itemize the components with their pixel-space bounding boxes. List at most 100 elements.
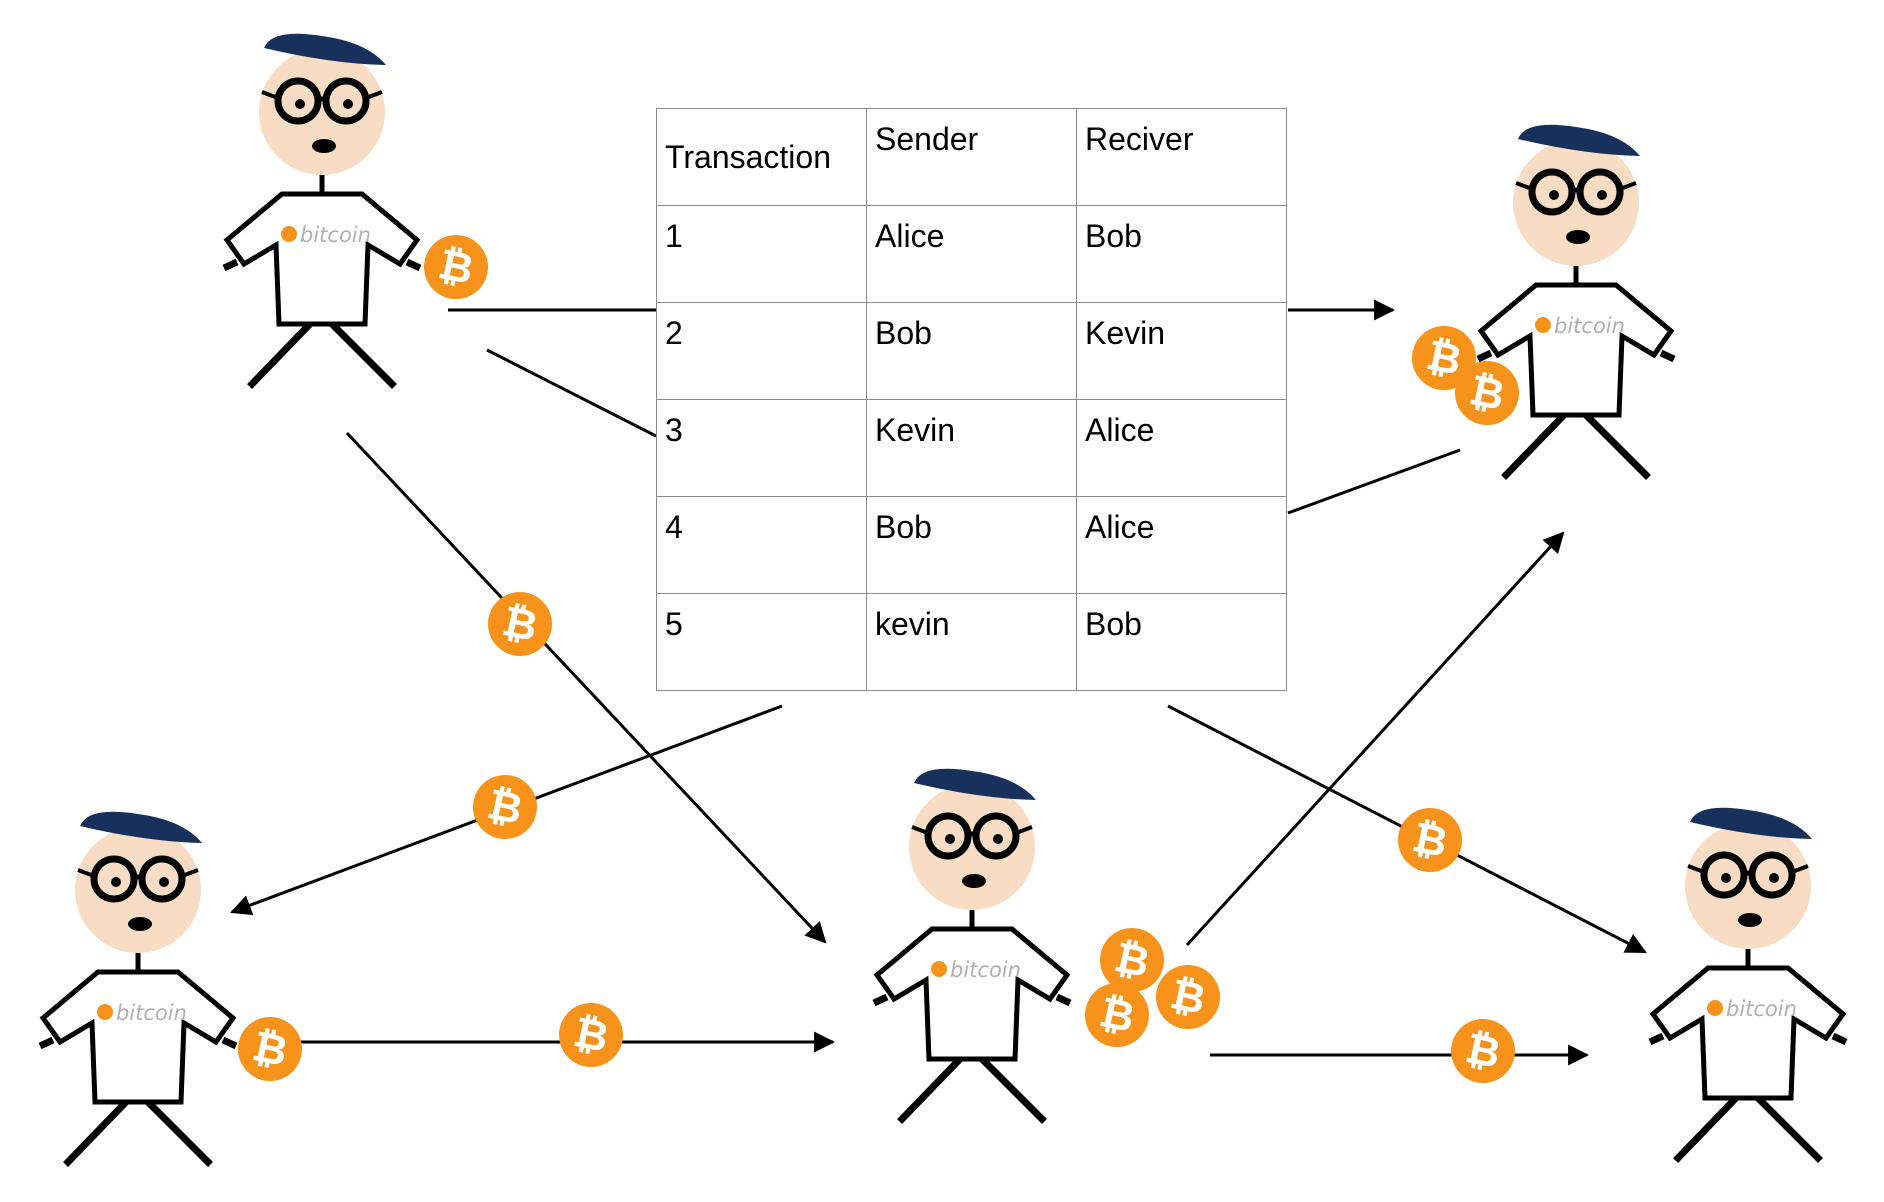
coin-body (559, 1003, 623, 1067)
leg (897, 1054, 965, 1124)
table-row: 1 Alice Bob (656, 205, 1287, 303)
bitcoin-coin-icon: ₿ (1085, 983, 1149, 1047)
mouth (1566, 230, 1590, 244)
arm (872, 993, 889, 1007)
shirt-logo-text: bitcoin (1554, 314, 1625, 338)
coin-body (1085, 983, 1149, 1047)
glasses-arm (1791, 864, 1809, 874)
mouth (128, 917, 152, 931)
bitcoin-coin-icon: ₿ (424, 235, 488, 299)
coin-body (1412, 326, 1476, 390)
transactions-table: Transaction Sender Reciver 1 Alice Bob 2… (656, 108, 1287, 691)
column-header-transaction: Transaction (656, 108, 867, 206)
bitcoin-coin-icon: ₿ (1398, 808, 1462, 872)
mouth (962, 874, 986, 888)
sender-cell: Bob (866, 496, 1077, 594)
arm (1831, 1032, 1848, 1046)
arm (1476, 349, 1493, 363)
tshirt (1477, 282, 1675, 418)
shirt-logo-text: bitcoin (1726, 997, 1797, 1021)
coin-body (488, 592, 552, 656)
eye (343, 99, 353, 109)
shirt-logo-text: bitcoin (116, 1001, 187, 1025)
coin-body (238, 1017, 302, 1081)
tshirt (223, 191, 421, 327)
leg (977, 1054, 1047, 1124)
eye (945, 834, 955, 844)
bitcoin-coin-icon: ₿ (1412, 326, 1476, 390)
coin-body (1451, 1019, 1515, 1083)
beret-hat (1690, 807, 1812, 839)
glasses-arm (1015, 825, 1033, 835)
eye (295, 99, 305, 109)
beret-hat (1518, 124, 1640, 156)
shirt-logo-icon (281, 226, 297, 242)
glasses-arm (181, 868, 199, 878)
glasses-arm (1687, 864, 1705, 874)
eye (993, 834, 1003, 844)
table-row: 4 Bob Alice (656, 496, 1287, 594)
shirt-logo-text: bitcoin (950, 958, 1021, 982)
leg (1673, 1093, 1741, 1163)
leg (1501, 410, 1569, 480)
leg (63, 1097, 131, 1167)
transaction-id-cell: 1 (656, 205, 867, 303)
tshirt (873, 926, 1071, 1062)
receiver-cell: Bob (1076, 205, 1287, 303)
leg (1581, 410, 1651, 480)
bitcoin-coin-icon: ₿ (559, 1003, 623, 1067)
receiver-cell: Alice (1076, 496, 1287, 594)
glasses-arm (1619, 181, 1637, 191)
bitcoin-coin-icon: ₿ (238, 1017, 302, 1081)
glasses-arm (261, 90, 279, 100)
sender-cell: kevin (866, 593, 1077, 691)
table-row: 2 Bob Kevin (656, 302, 1287, 400)
receiver-cell: Bob (1076, 593, 1287, 691)
person-bottom-center: bitcoin (872, 768, 1072, 1124)
coin-body (473, 775, 537, 839)
beret-hat (80, 811, 202, 843)
table-row: 5 kevin Bob (656, 593, 1287, 691)
connector-line (1287, 448, 1461, 515)
coin-body (1455, 361, 1519, 425)
bitcoin-coin-icon: ₿ (488, 592, 552, 656)
connector-line (486, 348, 657, 438)
sender-cell: Alice (866, 205, 1077, 303)
shirt-logo-icon (931, 961, 947, 977)
receiver-cell: Kevin (1076, 302, 1287, 400)
eye (1549, 190, 1559, 200)
transaction-id-cell: 4 (656, 496, 867, 594)
glasses-arm (77, 868, 95, 878)
sender-cell: Kevin (866, 399, 1077, 497)
transaction-id-cell: 3 (656, 399, 867, 497)
coins-layer: ₿₿₿₿₿₿₿₿₿₿₿₿ (238, 235, 1519, 1083)
shirt-logo-icon (1707, 1000, 1723, 1016)
transaction-id-cell: 2 (656, 302, 867, 400)
column-header-receiver: Reciver (1076, 108, 1287, 206)
glasses-arm (1515, 181, 1533, 191)
arm (1659, 349, 1676, 363)
tshirt (39, 969, 237, 1105)
bitcoin-coin-icon: ₿ (1451, 1019, 1515, 1083)
sender-cell: Bob (866, 302, 1077, 400)
column-header-sender: Sender (866, 108, 1077, 206)
beret-hat (914, 768, 1036, 800)
coin-body (424, 235, 488, 299)
eye (1769, 873, 1779, 883)
table-row: 3 Kevin Alice (656, 399, 1287, 497)
bitcoin-coin-icon: ₿ (1455, 361, 1519, 425)
mouth (1738, 913, 1762, 927)
eye (1721, 873, 1731, 883)
people-layer: bitcoin bitcoin bitcoin bitcoin bitcoin (38, 33, 1848, 1167)
eye (111, 877, 121, 887)
leg (247, 319, 315, 389)
person-top-left: bitcoin (222, 33, 422, 389)
coin-body (1100, 928, 1164, 992)
eye (159, 877, 169, 887)
leg (143, 1097, 213, 1167)
eye (1597, 190, 1607, 200)
arm (405, 258, 422, 272)
shirt-logo-icon (97, 1004, 113, 1020)
table-header-row: Transaction Sender Reciver (656, 108, 1287, 206)
person-top-right: bitcoin (1476, 124, 1676, 480)
